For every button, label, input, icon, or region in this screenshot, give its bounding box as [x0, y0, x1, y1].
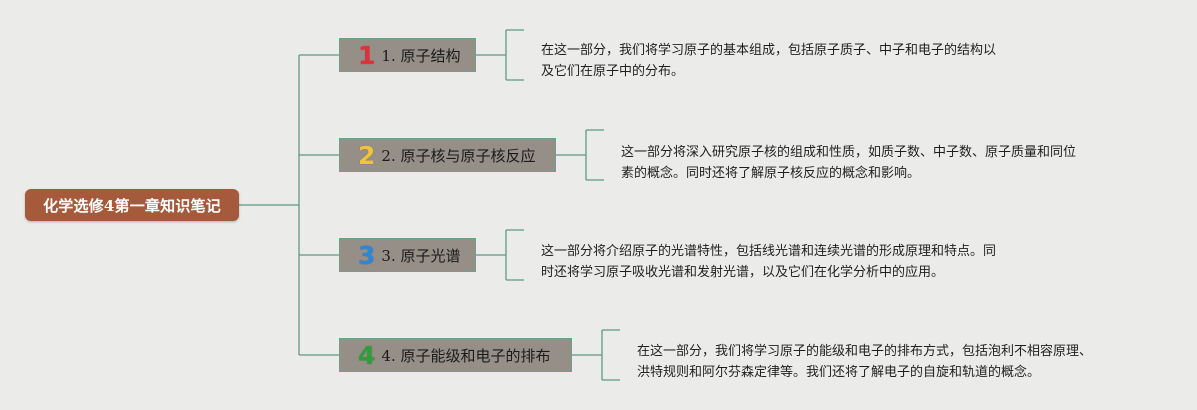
description-line: 素的概念。同时还将了解原子核反应的概念和影响。 [621, 166, 921, 181]
description-line: 在这一部分，我们将学习原子的能级和电子的排布方式，包括泡利不相容原理、 [637, 344, 1093, 359]
branch-topic-3[interactable]: 3 3. 原子光谱 [339, 238, 476, 272]
description-line: 这一部分将深入研究原子核的组成和性质，如质子数、中子数、原子质量和同位 [621, 145, 1077, 160]
root-topic[interactable]: 化学选修4第一章知识笔记 [25, 189, 239, 221]
description-line: 及它们在原子中的分布。 [541, 64, 685, 79]
description-line: 时还将学习原子吸收光谱和发射光谱，以及它们在化学分析中的应用。 [541, 265, 945, 280]
number-3-icon: 3 [358, 240, 376, 270]
branch-description-3: 这一部分将介绍原子的光谱特性，包括线光谱和连续光谱的形成原理和特点。同 时还将学… [541, 241, 996, 283]
branch-description-4: 在这一部分，我们将学习原子的能级和电子的排布方式，包括泡利不相容原理、 洪特规则… [637, 341, 1092, 383]
description-line: 这一部分将介绍原子的光谱特性，包括线光谱和连续光谱的形成原理和特点。同 [541, 244, 997, 259]
number-1-icon: 1 [358, 40, 376, 70]
branch-topic-1[interactable]: 1 1. 原子结构 [339, 38, 476, 72]
branch-topic-label: 4. 原子能级和电子的排布 [381, 346, 551, 365]
branch-description-1: 在这一部分，我们将学习原子的基本组成，包括原子质子、中子和电子的结构以 及它们在… [541, 40, 996, 82]
branch-topic-4[interactable]: 4 4. 原子能级和电子的排布 [339, 338, 572, 372]
description-line: 洪特规则和阿尔芬森定律等。我们还将了解电子的自旋和轨道的概念。 [637, 365, 1041, 380]
branch-topic-label: 1. 原子结构 [381, 46, 461, 65]
branch-topic-2[interactable]: 2 2. 原子核与原子核反应 [339, 138, 556, 172]
number-4-icon: 4 [358, 340, 376, 370]
branch-topic-label: 3. 原子光谱 [381, 246, 461, 265]
root-topic-label: 化学选修4第一章知识笔记 [43, 196, 221, 215]
branch-description-2: 这一部分将深入研究原子核的组成和性质，如质子数、中子数、原子质量和同位 素的概念… [621, 142, 1076, 184]
description-line: 在这一部分，我们将学习原子的基本组成，包括原子质子、中子和电子的结构以 [541, 43, 997, 58]
branch-topic-label: 2. 原子核与原子核反应 [381, 146, 536, 165]
number-2-icon: 2 [358, 140, 376, 170]
